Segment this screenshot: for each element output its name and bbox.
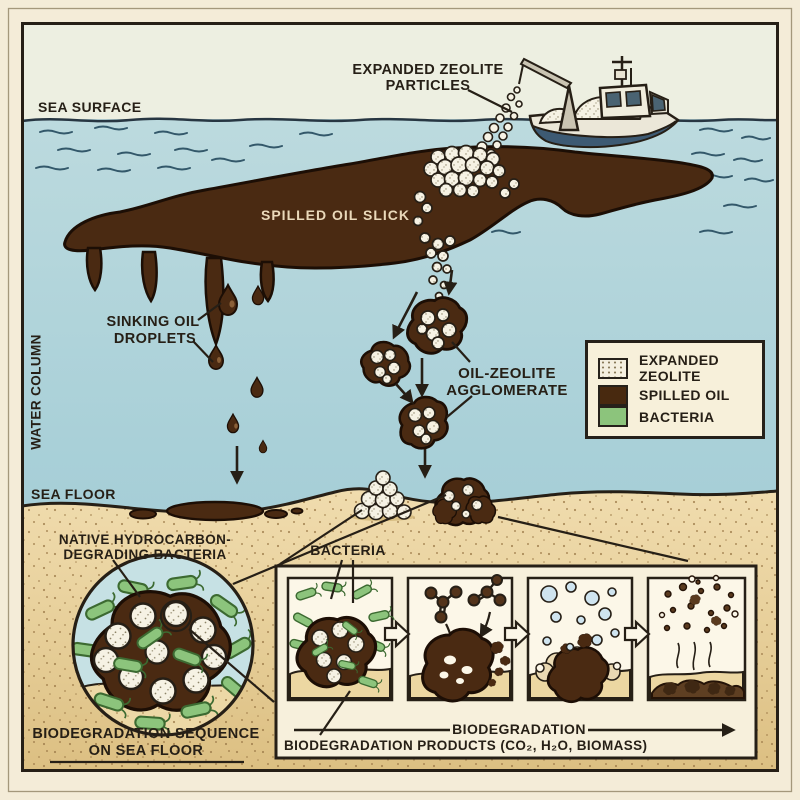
sinking-arrows [230,269,458,485]
agglomerate-pile [427,471,500,532]
dispersing-fragments [663,579,735,634]
legend-item-expanded-zeolite: EXPANDED ZEOLITE [598,352,752,384]
zeolite-swatch-icon [598,357,628,379]
windshield [651,93,666,112]
sequence-frame-3 [526,576,634,707]
bacteria-swatch-icon [598,406,628,427]
oil-zeolite-agglomerates [353,296,469,456]
highlight-ring [159,599,193,633]
callout-lines [232,493,689,586]
legend-label: BACTERIA [639,408,715,425]
vapor-squiggles [676,641,712,671]
sequence-frame-1 [286,576,395,702]
label-pointer-lines [112,89,513,603]
biodegradation-panel [274,564,758,760]
zeolite-cluster-on-slick [412,144,520,301]
cabin-window [605,91,622,108]
crane-beam [519,57,573,90]
legend-item-spilled-oil: SPILLED OIL [598,384,752,406]
zeolite-pile [353,470,412,521]
crane-cable [518,64,524,85]
cabin-window [625,90,642,107]
crane-tower [558,85,580,132]
legend-label: EXPANDED ZEOLITE [639,352,719,384]
wave-marks [35,125,774,235]
products-pointer-line [319,690,351,736]
sea-surface-line [21,117,779,123]
sequence-frame-4 [646,574,747,702]
seafloor-magnifier-circle [50,553,275,764]
sea-floor-deposits [129,470,500,532]
oil-swatch-icon [598,384,628,406]
boat-illustration [518,56,680,149]
legend: EXPANDED ZEOLITE SPILLED OIL BACTERIA [585,340,765,439]
sinking-oil-droplets [208,284,268,454]
sequence-frame-2 [406,574,514,708]
legend-item-bacteria: BACTERIA [598,406,752,427]
legend-label: SPILLED OIL [639,387,730,403]
bubbles [540,581,620,652]
oil-slick [63,145,714,348]
